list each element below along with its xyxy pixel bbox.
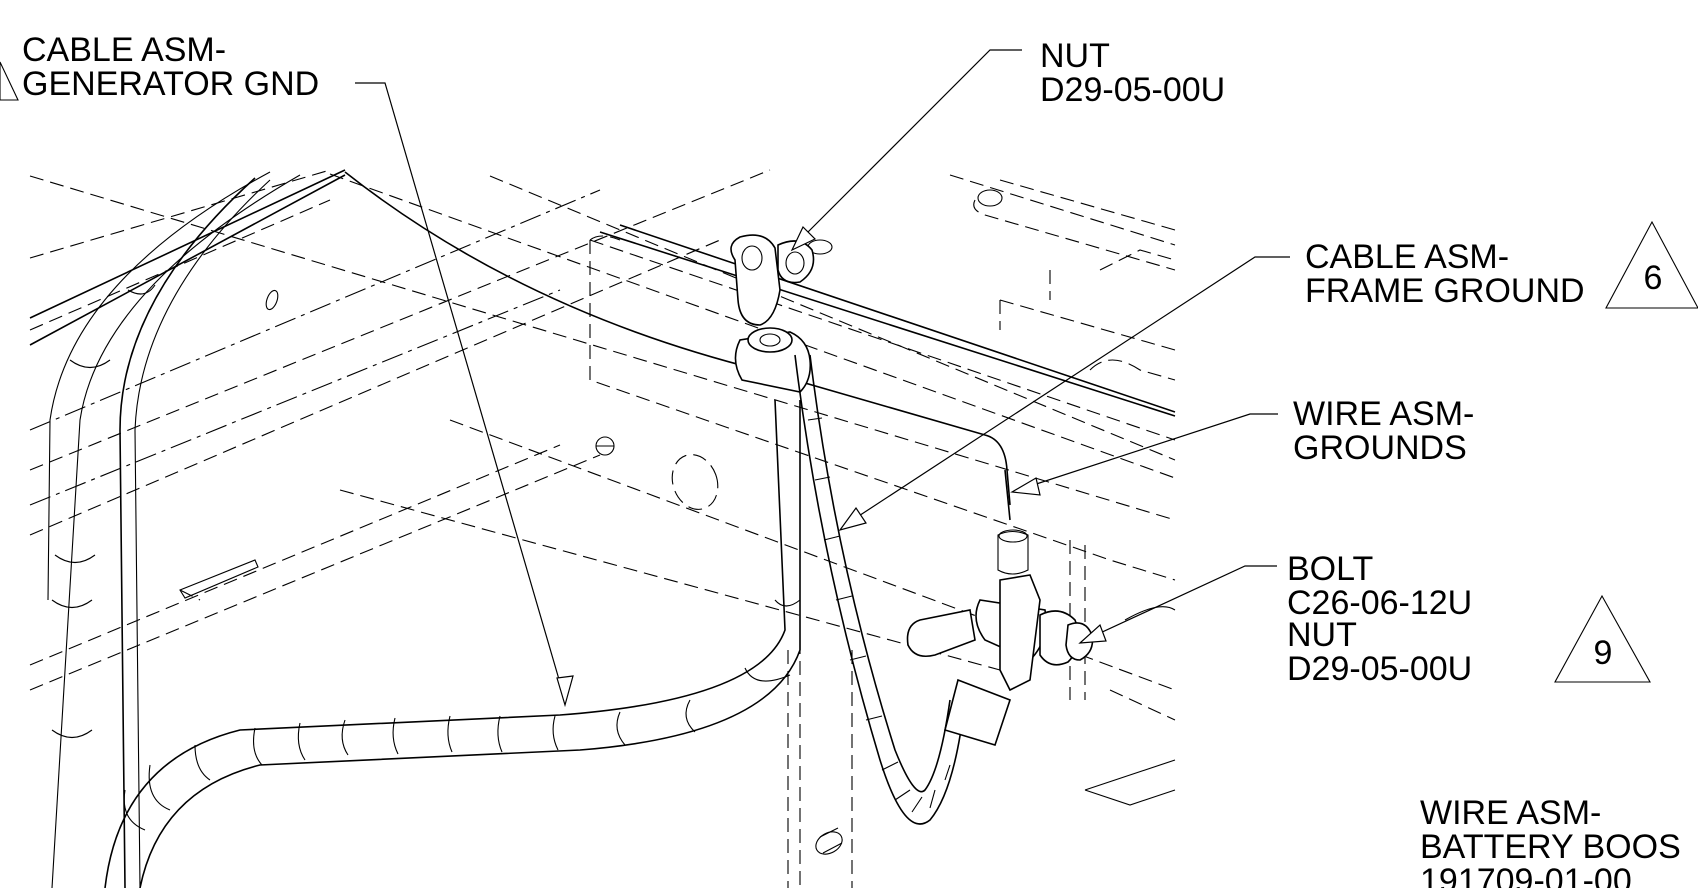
callout-battery-boost: WIRE ASM- BATTERY BOOS 191709-01-00 xyxy=(1420,794,1681,888)
callout-nut-top: NUT D29-05-00U xyxy=(1040,37,1225,109)
callout-line: D29-05-00U xyxy=(1287,650,1472,688)
cable-generator-gnd xyxy=(47,171,812,888)
callout-frame-ground: CABLE ASM- FRAME GROUND xyxy=(1305,238,1585,310)
callout-line: WIRE ASM- xyxy=(1293,395,1474,433)
callout-line: BATTERY BOOS xyxy=(1420,828,1681,866)
note-triangle-6: 6 xyxy=(1605,220,1698,309)
callout-line: C26-06-12U xyxy=(1287,584,1472,622)
cable-frame-ground xyxy=(730,234,966,825)
callout-line: CABLE ASM- xyxy=(1305,238,1509,276)
callout-leaders xyxy=(355,49,1290,708)
callout-line: NUT xyxy=(1040,37,1110,75)
note-number-6: 6 xyxy=(1644,259,1663,297)
callout-line: GENERATOR GND xyxy=(22,65,319,103)
note-triangle-9: 9 xyxy=(1554,594,1651,683)
callout-wire-grounds: WIRE ASM- GROUNDS xyxy=(1293,395,1474,467)
callout-line: FRAME GROUND xyxy=(1305,272,1585,310)
note-triangle-left-partial xyxy=(0,61,19,101)
callout-line: GROUNDS xyxy=(1293,429,1467,467)
note-number-9: 9 xyxy=(1594,634,1613,672)
callout-bolt-nut: BOLT C26-06-12U NUT D29-05-00U xyxy=(1287,550,1472,688)
callout-line: D29-05-00U xyxy=(1040,71,1225,109)
callout-line: 191709-01-00 xyxy=(1420,862,1632,888)
callout-generator-gnd: CABLE ASM- GENERATOR GND xyxy=(22,31,319,103)
callout-line: NUT xyxy=(1287,616,1357,654)
callout-line: WIRE ASM- xyxy=(1420,794,1601,832)
bolt-nut-assembly xyxy=(906,574,1094,746)
callout-line: CABLE ASM- xyxy=(22,31,226,69)
callout-line: BOLT xyxy=(1287,550,1373,588)
wire-grounds xyxy=(997,469,1029,575)
frame-structure xyxy=(29,169,1176,888)
